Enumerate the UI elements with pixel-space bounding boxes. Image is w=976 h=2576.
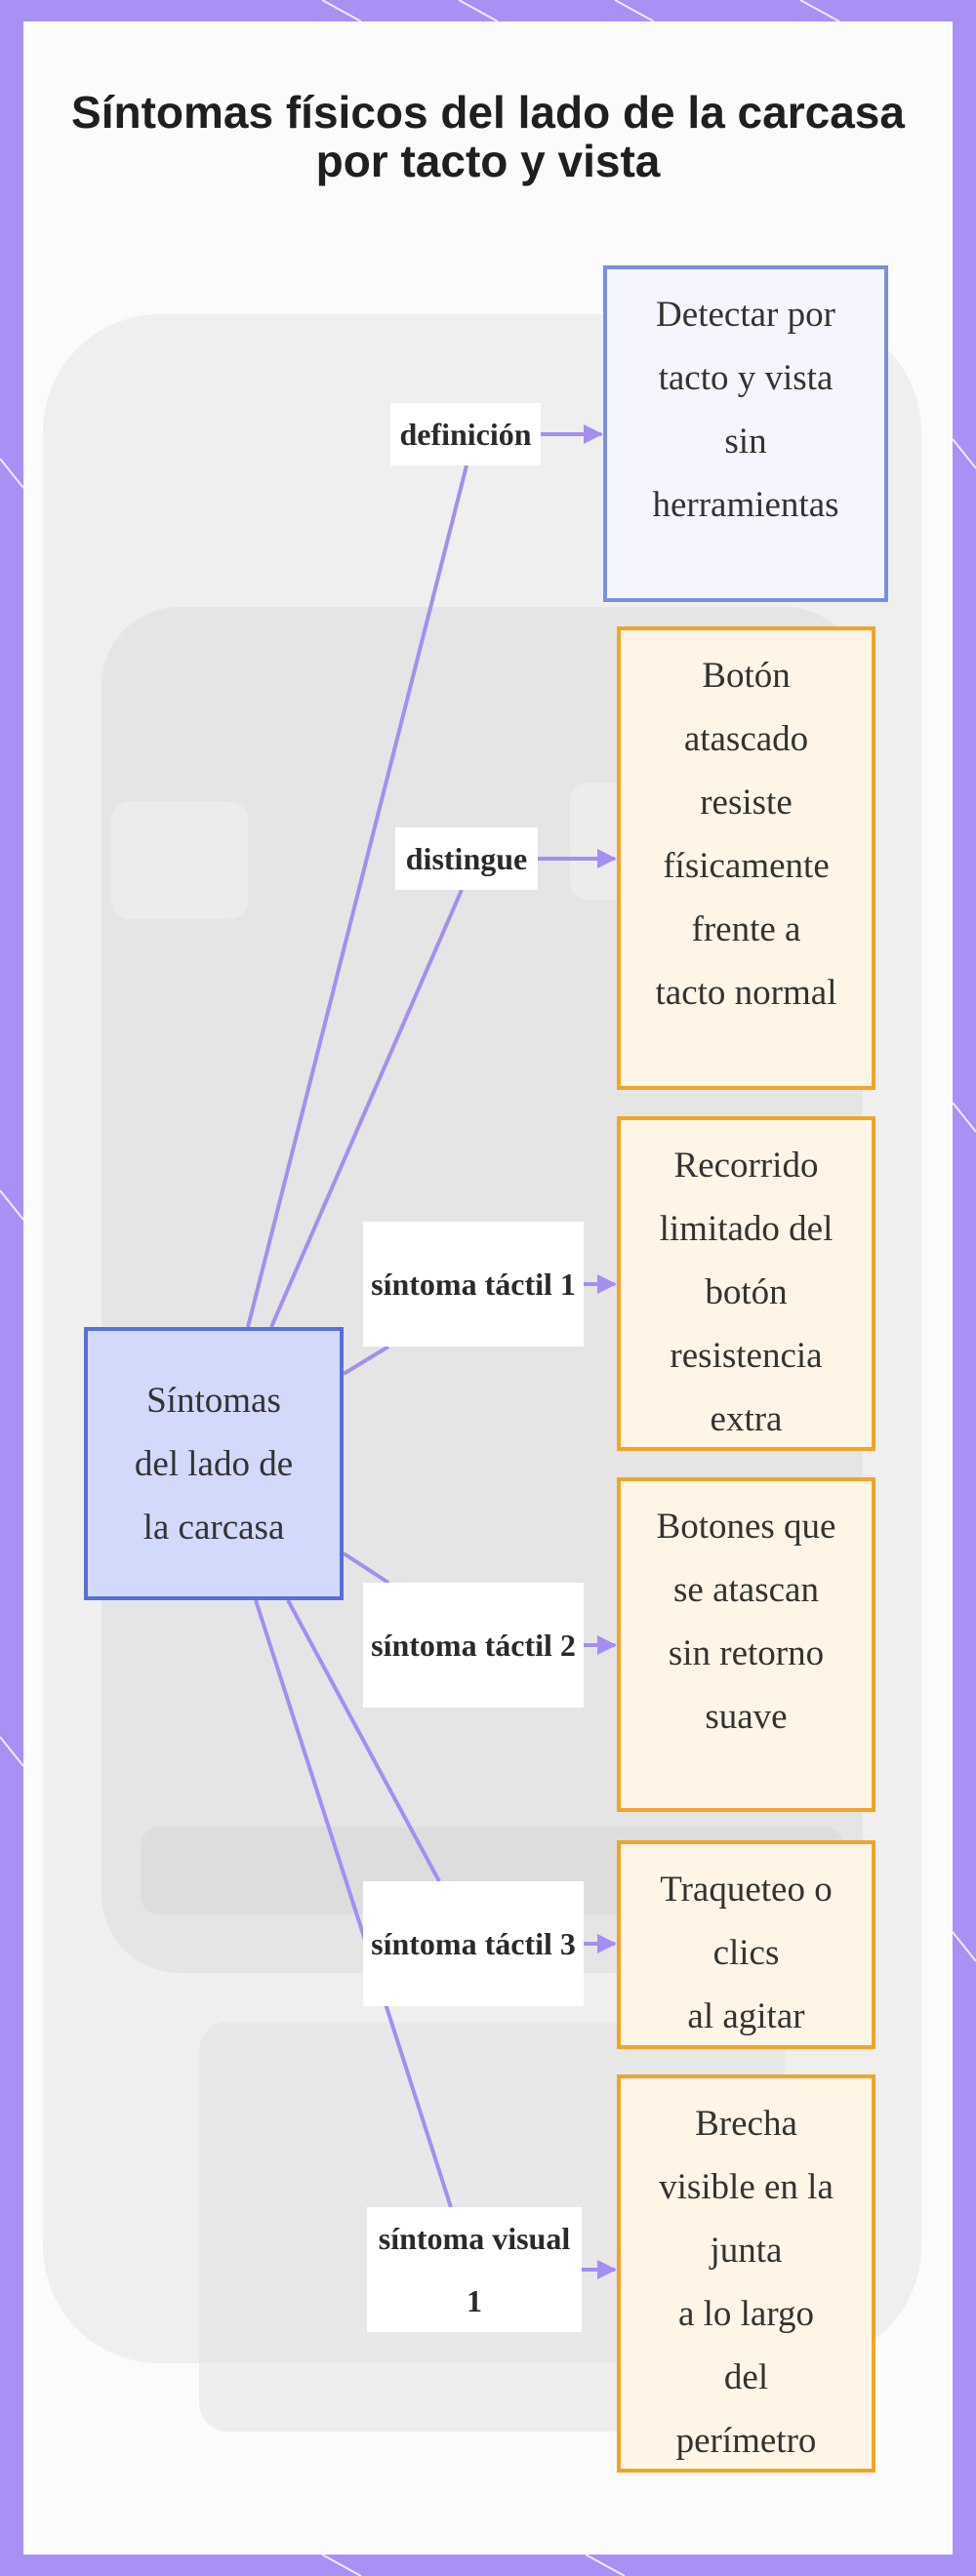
edge-label: definición — [390, 403, 541, 465]
root-node: Síntomas del lado de la carcasa — [84, 1327, 344, 1600]
edge-label: síntoma visual 1 — [367, 2207, 582, 2332]
edge-label: distingue — [395, 827, 538, 890]
diagram-title: Síntomas físicos del lado de la carcasa … — [71, 87, 905, 186]
symptom-node: Brecha visible en la junta a lo largo de… — [617, 2074, 875, 2473]
edge-root-to-label — [269, 889, 464, 1328]
edge-label: síntoma táctil 2 — [363, 1583, 584, 1708]
edge-root-to-label — [254, 1599, 453, 2208]
edge-root-to-label — [286, 1599, 441, 1882]
edge-root-to-label — [246, 464, 468, 1328]
edge-root-to-label — [342, 1345, 390, 1376]
symptom-node: Recorrido limitado del botón resistencia… — [617, 1116, 875, 1451]
edge-label: síntoma táctil 3 — [363, 1881, 584, 2006]
symptom-node: Botones que se atascan sin retorno suave — [617, 1477, 875, 1812]
symptom-node: Traqueteo o clics al agitar — [617, 1840, 875, 2049]
definition-node: Detectar por tacto y vista sin herramien… — [603, 265, 888, 602]
edge-label: síntoma táctil 1 — [363, 1222, 584, 1347]
edge-root-to-label — [342, 1551, 390, 1585]
symptom-node: Botón atascado resiste físicamente frent… — [617, 626, 875, 1090]
